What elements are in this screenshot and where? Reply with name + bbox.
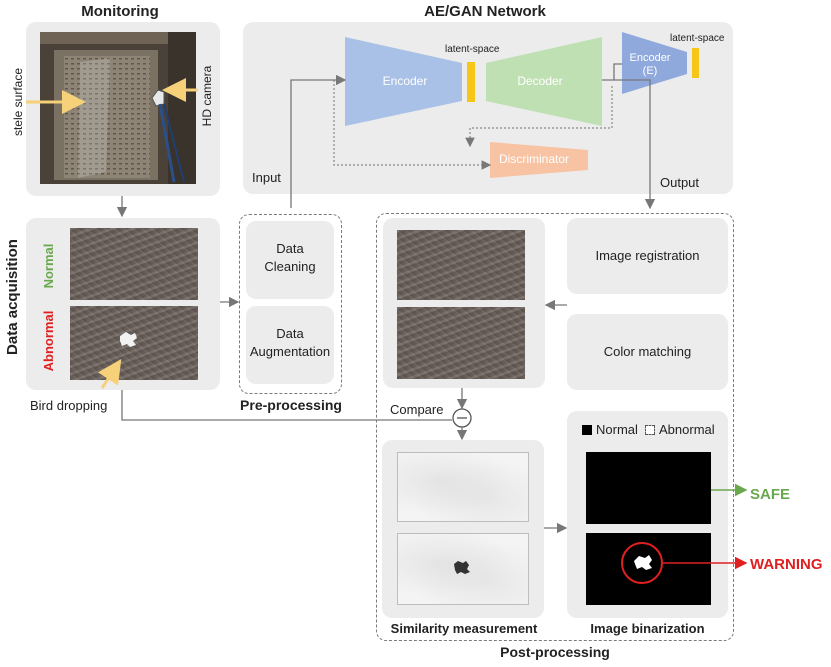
- encoder-e-label-line1: Encoder: [629, 52, 671, 64]
- preprocessing-box: [239, 214, 342, 394]
- similarity-title: Similarity measurement: [390, 621, 538, 636]
- encoder-e-shape: [622, 32, 687, 94]
- legend-normal-swatch: [582, 425, 592, 435]
- abnormal-image: [70, 306, 198, 380]
- warning-label: WARNING: [750, 556, 823, 573]
- bird-dropping-spot: [120, 332, 137, 347]
- encoder-label: Encoder: [382, 74, 428, 88]
- data-cleaning-box: [246, 221, 334, 299]
- legend-abnormal-swatch: [645, 425, 655, 435]
- compare-image-1: [397, 230, 525, 300]
- legend-abnormal-label: Abnormal: [659, 422, 715, 437]
- color-matching-label: Color matching: [603, 344, 692, 359]
- postprocessing-title: Post-processing: [500, 644, 610, 660]
- image-registration-box: [567, 218, 728, 294]
- normal-image: [70, 228, 198, 300]
- decoder-label: Decoder: [517, 74, 563, 88]
- discriminator-label: Discriminator: [498, 152, 569, 166]
- latent-block-1: [467, 62, 475, 102]
- image-registration-label: Image registration: [595, 248, 700, 263]
- encoder-shape: [345, 37, 462, 126]
- binary-image-normal: [586, 452, 711, 524]
- decoder-shape: [486, 37, 602, 126]
- preprocessing-title: Pre-processing: [240, 397, 342, 413]
- data-cleaning-line1: Data: [276, 241, 304, 256]
- data-augmentation-line1: Data: [276, 326, 304, 341]
- network-title: AE/GAN Network: [424, 3, 546, 20]
- legend-normal-label: Normal: [596, 422, 638, 437]
- data-augmentation-box: [246, 306, 334, 384]
- compare-image-2: [397, 307, 525, 379]
- similarity-image-abnormal: [397, 533, 529, 605]
- safe-label: SAFE: [750, 486, 791, 503]
- input-label: Input: [252, 170, 281, 185]
- binary-image-abnormal: [586, 533, 711, 605]
- compare-label: Compare: [390, 402, 444, 417]
- binarization-title: Image binarization: [590, 621, 705, 636]
- bird-dropping-label: Bird dropping: [30, 398, 108, 413]
- latent-block-2: [692, 48, 699, 78]
- data-cleaning-line2: Cleaning: [264, 259, 316, 274]
- similarity-image-normal: [397, 452, 529, 522]
- postprocessing-box: [376, 213, 734, 641]
- discriminator-shape: [490, 142, 588, 178]
- monitoring-title: Monitoring: [81, 3, 159, 20]
- output-label: Output: [660, 175, 700, 190]
- latent-space-label-2: latent-space: [670, 33, 725, 44]
- color-matching-box: [567, 314, 728, 390]
- encoder-e-label-line2: (E): [642, 65, 658, 77]
- data-augmentation-line2: Augmentation: [249, 344, 331, 359]
- latent-space-label-1: latent-space: [445, 44, 500, 55]
